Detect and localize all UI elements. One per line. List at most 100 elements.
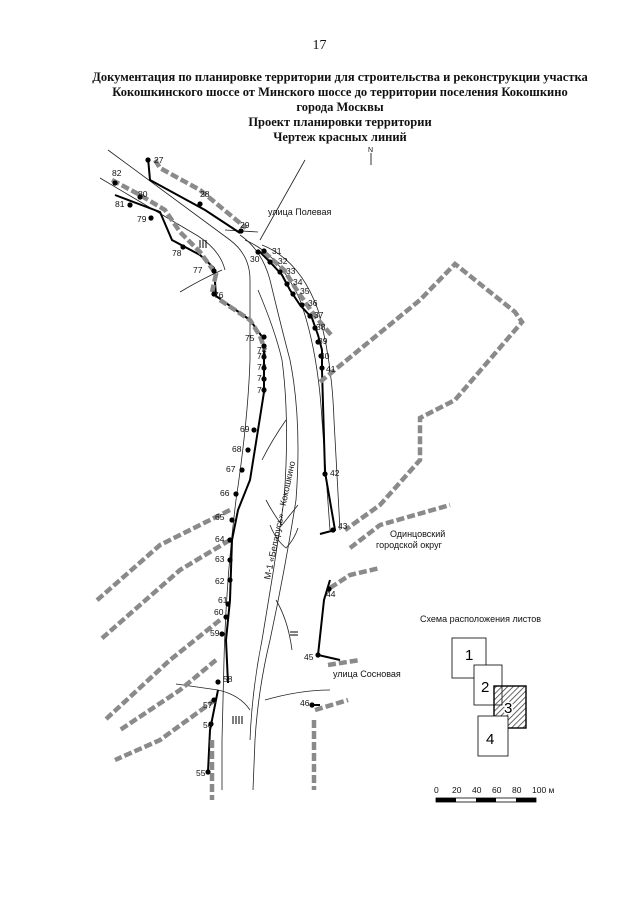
point-labels: 2728293031323334353637383940414243444546… bbox=[112, 155, 348, 778]
point-label-70: 70 bbox=[257, 385, 267, 395]
point-label-71: 71 bbox=[257, 373, 267, 383]
point-marker-41 bbox=[319, 365, 325, 371]
sheet-1-number: 1 bbox=[465, 647, 473, 664]
point-label-36: 36 bbox=[308, 298, 318, 308]
point-marker-33 bbox=[277, 269, 283, 275]
sheet-4 bbox=[477, 715, 509, 757]
point-label-32: 32 bbox=[278, 256, 288, 266]
point-label-34: 34 bbox=[293, 277, 303, 287]
point-marker-32 bbox=[267, 259, 273, 265]
scale-tick-60: 60 bbox=[492, 785, 502, 795]
scale-tick-0: 0 bbox=[434, 785, 439, 795]
title-line-2: Кокошкинского шоссе от Минского шоссе до… bbox=[112, 85, 568, 99]
point-label-67: 67 bbox=[226, 464, 236, 474]
point-label-63: 63 bbox=[215, 554, 225, 564]
point-label-30: 30 bbox=[250, 254, 260, 264]
point-label-28: 28 bbox=[200, 189, 210, 199]
scale-tick-40: 40 bbox=[472, 785, 482, 795]
point-marker-56 bbox=[208, 721, 214, 727]
title-line-1: Документация по планировке территории дл… bbox=[92, 70, 588, 84]
point-marker-76 bbox=[211, 291, 217, 297]
point-marker-77 bbox=[211, 268, 217, 274]
north-label: N bbox=[368, 147, 373, 154]
title-line-4: Проект планировки территории bbox=[248, 115, 432, 129]
point-marker-80 bbox=[137, 194, 143, 200]
point-marker-30 bbox=[255, 249, 261, 255]
point-marker-75 bbox=[261, 334, 267, 340]
point-label-56: 56 bbox=[203, 720, 213, 730]
sheet-scheme-title: Схема расположения листов bbox=[420, 614, 541, 624]
point-marker-59 bbox=[219, 631, 225, 637]
point-label-46: 46 bbox=[300, 698, 310, 708]
point-marker-60 bbox=[223, 614, 229, 620]
point-label-66: 66 bbox=[220, 488, 230, 498]
point-marker-79 bbox=[148, 215, 154, 221]
point-marker-70 bbox=[261, 387, 267, 393]
point-label-68: 68 bbox=[232, 444, 242, 454]
district-label-line2: городской округ bbox=[376, 540, 443, 550]
page-number: 17 bbox=[312, 38, 327, 53]
point-marker-37 bbox=[307, 313, 313, 319]
point-label-76: 76 bbox=[214, 290, 224, 300]
point-label-55: 55 bbox=[196, 768, 206, 778]
point-label-59: 59 bbox=[210, 628, 220, 638]
point-label-45: 45 bbox=[304, 652, 314, 662]
point-marker-44 bbox=[326, 586, 332, 592]
point-marker-71 bbox=[261, 376, 267, 382]
point-label-73: 73 bbox=[257, 351, 267, 361]
point-marker-65 bbox=[229, 517, 235, 523]
point-marker-27 bbox=[145, 157, 151, 163]
point-label-37: 37 bbox=[314, 310, 324, 320]
point-marker-64 bbox=[227, 537, 233, 543]
point-label-31: 31 bbox=[272, 246, 282, 256]
point-marker-38 bbox=[312, 325, 318, 331]
point-label-33: 33 bbox=[286, 266, 296, 276]
point-marker-31 bbox=[261, 248, 267, 254]
point-label-81: 81 bbox=[115, 199, 125, 209]
point-label-44: 44 bbox=[326, 589, 336, 599]
title-line-3: города Москвы bbox=[296, 100, 384, 114]
title-line-5: Чертеж красных линий bbox=[273, 130, 407, 144]
street-label-polevaya: улица Полевая bbox=[268, 207, 331, 217]
point-marker-58 bbox=[215, 679, 221, 685]
scale-tick-20: 20 bbox=[452, 785, 462, 795]
scale-tick-80: 80 bbox=[512, 785, 522, 795]
sheet-4-number: 4 bbox=[486, 731, 494, 748]
sheet-3-number: 3 bbox=[504, 700, 512, 717]
point-label-58: 58 bbox=[223, 674, 233, 684]
point-label-61: 61 bbox=[218, 595, 228, 605]
north-arrow-icon: N bbox=[368, 147, 373, 165]
point-marker-81 bbox=[127, 202, 133, 208]
road-islands bbox=[261, 419, 299, 651]
point-marker-43 bbox=[330, 527, 336, 533]
point-label-72: 72 bbox=[257, 362, 267, 372]
point-marker-67 bbox=[239, 467, 245, 473]
point-label-64: 64 bbox=[215, 534, 225, 544]
point-label-27: 27 bbox=[154, 155, 164, 165]
point-marker-57 bbox=[211, 697, 217, 703]
point-marker-72 bbox=[261, 365, 267, 371]
street-label-sosnovaya: улица Сосновая bbox=[333, 669, 401, 679]
point-marker-63 bbox=[227, 557, 233, 563]
point-marker-46 bbox=[309, 702, 315, 708]
point-label-39: 39 bbox=[318, 336, 328, 346]
dashed-boundaries bbox=[93, 158, 525, 800]
point-marker-66 bbox=[233, 491, 239, 497]
point-label-65: 65 bbox=[215, 512, 225, 522]
point-marker-36 bbox=[299, 302, 305, 308]
scale-bar: 0 20 40 60 80 100 м bbox=[434, 785, 555, 803]
point-markers bbox=[112, 157, 336, 775]
point-label-41: 41 bbox=[326, 364, 336, 374]
point-marker-29 bbox=[238, 228, 244, 234]
point-marker-78 bbox=[180, 244, 186, 250]
point-label-75: 75 bbox=[245, 333, 255, 343]
point-marker-61 bbox=[225, 601, 231, 607]
point-label-79: 79 bbox=[137, 214, 147, 224]
sheet-scheme: Схема расположения листов 1 2 3 4 bbox=[420, 614, 541, 757]
point-marker-45 bbox=[315, 652, 321, 658]
point-label-29: 29 bbox=[240, 220, 250, 230]
point-label-78: 78 bbox=[172, 248, 182, 258]
road-name-label: М-1 «Беларусь» - Кокошкино bbox=[262, 460, 297, 580]
district-label-line1: Одинцовский bbox=[390, 529, 445, 539]
